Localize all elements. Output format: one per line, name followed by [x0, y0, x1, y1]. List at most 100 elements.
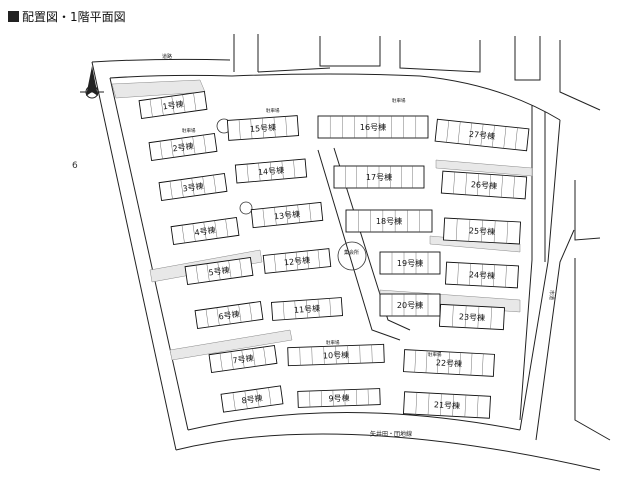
unit-divider [306, 250, 310, 269]
building-25: 25号棟 [443, 217, 521, 245]
unit-divider [249, 302, 253, 321]
title-marker-icon [8, 11, 19, 22]
unit-divider [285, 116, 288, 137]
building-label: 20号棟 [397, 300, 423, 310]
unit-divider [193, 92, 197, 111]
unit-divider [159, 141, 163, 160]
green-area [111, 79, 206, 99]
unit-divider [192, 223, 196, 242]
unit-divider [228, 260, 232, 279]
unit-divider [457, 121, 461, 144]
unit-divider [332, 390, 334, 407]
building-label: 5号棟 [208, 265, 230, 278]
building-3: 3号棟 [158, 172, 228, 202]
unit-divider [297, 204, 300, 223]
unit-divider [171, 96, 175, 114]
unit-divider [317, 249, 321, 268]
unit-divider [244, 390, 248, 409]
building-4: 4号棟 [170, 216, 240, 246]
unit-divider [213, 174, 217, 193]
building-14: 14号棟 [234, 158, 308, 184]
unit-divider [371, 344, 373, 363]
unit-divider [477, 306, 480, 329]
unit-divider [284, 253, 288, 272]
unit-divider [239, 258, 243, 277]
unit-divider [464, 394, 467, 417]
unit-divider [273, 117, 276, 138]
road-block [399, 40, 481, 73]
unit-divider [225, 218, 229, 237]
unit-divider [436, 351, 439, 374]
building-23: 23号棟 [438, 303, 506, 331]
building-label: 22号棟 [436, 357, 463, 368]
unit-divider [344, 389, 346, 406]
unit-divider [238, 119, 241, 140]
building-outline [438, 303, 506, 331]
unit-divider [149, 99, 153, 118]
unit-divider [203, 134, 207, 153]
unit-divider [455, 218, 458, 241]
building-outline [345, 209, 433, 233]
unit-divider [415, 392, 418, 415]
building-label: 27号棟 [468, 129, 495, 142]
road-block [574, 258, 611, 441]
parking-label: 駐車場 [182, 127, 196, 134]
building-label: 11号棟 [294, 303, 321, 315]
building-label: 25号棟 [469, 225, 496, 236]
unit-divider [459, 352, 462, 375]
unit-divider [440, 393, 442, 416]
unit-divider [469, 263, 471, 286]
building-label: 9号棟 [328, 393, 349, 404]
unit-divider [464, 305, 467, 328]
unit-divider [356, 389, 358, 406]
unit-divider [427, 393, 430, 416]
green-area [435, 159, 533, 177]
unit-divider [329, 298, 332, 317]
parking-label: 駐車場 [266, 107, 280, 114]
unit-divider [256, 389, 260, 408]
building-label: 8号棟 [241, 393, 263, 406]
building-10: 10号棟 [287, 343, 385, 367]
parking-label: 駐車場 [428, 351, 442, 358]
unit-divider [182, 94, 186, 113]
unit-divider [230, 351, 234, 370]
unit-divider [192, 136, 196, 155]
unit-divider [241, 350, 245, 368]
unit-divider [506, 221, 509, 244]
unit-divider [250, 118, 253, 139]
unit-divider [452, 304, 454, 327]
building-label: 1号棟 [162, 99, 184, 112]
building-5: 5号棟 [184, 256, 254, 286]
unit-divider [500, 175, 503, 198]
building-1: 1号棟 [138, 90, 208, 120]
building-label: 16号棟 [360, 122, 386, 132]
unit-divider [481, 353, 484, 376]
parking-label: 駐車場 [392, 97, 406, 104]
unit-divider [202, 176, 206, 195]
unit-divider [206, 263, 210, 282]
unit-divider [274, 207, 277, 226]
unit-divider [347, 345, 349, 364]
unit-divider [514, 127, 518, 150]
unit-divider [492, 125, 495, 148]
unit-divider [252, 348, 256, 367]
site-boundary-right [519, 119, 561, 431]
building-label: 13号棟 [273, 209, 300, 222]
building-label: 10号棟 [323, 350, 350, 361]
unit-divider [160, 97, 164, 116]
unit-divider [481, 220, 483, 242]
unit-divider [195, 265, 199, 284]
building-15: 15号棟 [226, 115, 300, 141]
green-area [169, 329, 293, 361]
building-label: 21号棟 [434, 399, 461, 410]
unit-divider [505, 265, 507, 288]
unit-divider [470, 353, 473, 376]
building-outline [440, 170, 528, 200]
building-outline [297, 388, 381, 408]
unit-divider [262, 118, 264, 138]
building-13: 13号棟 [250, 201, 324, 229]
building-6: 6号棟 [194, 300, 264, 330]
unit-divider [262, 208, 265, 227]
road-block [559, 40, 601, 111]
